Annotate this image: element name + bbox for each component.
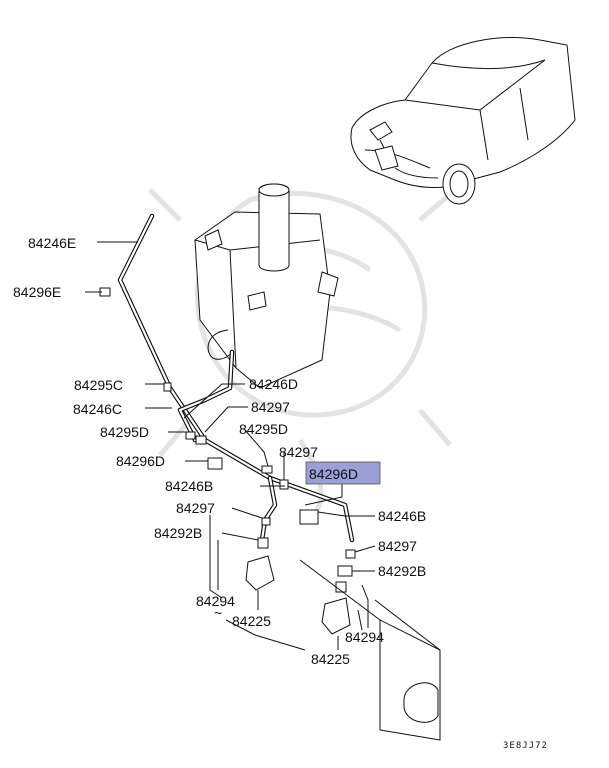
part-label-84246B[interactable]: 84246B — [378, 508, 426, 524]
part-label-84297[interactable]: 84297 — [251, 399, 290, 415]
part-labels: 84246E 84296E 84295C 84246D 84246C 84297… — [13, 235, 548, 751]
part-label-84294[interactable]: 84294 — [345, 629, 384, 645]
part-label-84246C[interactable]: 84246C — [73, 401, 122, 417]
part-label-84246D[interactable]: 84246D — [249, 376, 298, 392]
washer-nozzles — [245, 537, 351, 635]
part-label-84297[interactable]: 84297 — [279, 444, 318, 460]
part-label-84296E[interactable]: 84296E — [13, 284, 61, 300]
part-label-84295D[interactable]: 84295D — [239, 421, 288, 437]
part-label-84246B[interactable]: 84246B — [165, 478, 213, 494]
part-label-84225[interactable]: 84225 — [232, 613, 271, 629]
part-label-84297[interactable]: 84297 — [378, 538, 417, 554]
part-label-84297[interactable]: 84297 — [176, 500, 215, 516]
leader-lines — [85, 241, 376, 651]
hood-panel — [299, 559, 441, 741]
part-label-84296D-highlighted[interactable]: 84296D — [309, 466, 358, 482]
part-label-84294[interactable]: 84294 — [196, 593, 235, 609]
part-label-84296D[interactable]: 84296D — [116, 453, 165, 469]
part-label-84292B[interactable]: 84292B — [154, 525, 202, 541]
tilde-mark: ~ — [214, 605, 222, 621]
car-body-illustration — [350, 37, 576, 205]
part-label-84295D[interactable]: 84295D — [100, 424, 149, 440]
highlight-box — [305, 461, 381, 485]
washer-reservoir-tank — [194, 183, 339, 389]
part-label-84225[interactable]: 84225 — [311, 651, 350, 667]
hose-fittings — [99, 287, 356, 577]
diagram-code: 3E8JJ72 — [503, 741, 548, 751]
part-label-84246E[interactable]: 84246E — [28, 235, 76, 251]
part-label-84292B[interactable]: 84292B — [378, 563, 426, 579]
part-label-84295C[interactable]: 84295C — [74, 377, 123, 393]
